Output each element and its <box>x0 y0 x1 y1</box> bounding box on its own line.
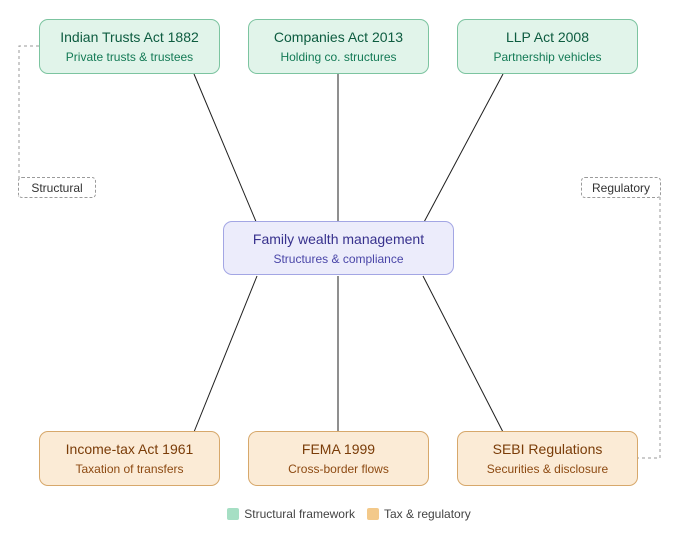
node-subtitle: Holding co. structures <box>280 50 397 64</box>
node-subtitle: Partnership vehicles <box>493 50 602 64</box>
node-subtitle: Structures & compliance <box>273 251 404 266</box>
legend-item-regulatory: Tax & regulatory <box>366 507 471 521</box>
regulatory-group-label: Regulatory <box>581 177 661 198</box>
legend-label: Structural framework <box>244 507 355 521</box>
node-title: Income-tax Act 1961 <box>65 441 194 457</box>
node-companies-act[interactable]: Companies Act 2013 Holding co. structure… <box>248 19 429 74</box>
edge-center-llp <box>422 73 504 225</box>
node-subtitle: Securities & disclosure <box>486 462 609 476</box>
node-llp-act[interactable]: LLP Act 2008 Partnership vehicles <box>457 19 638 74</box>
node-indian-trusts-act[interactable]: Indian Trusts Act 1882 Private trusts & … <box>39 19 220 74</box>
regulatory-group-bracket <box>638 197 661 459</box>
edge-center-trusts <box>193 73 258 225</box>
node-fema[interactable]: FEMA 1999 Cross-border flows <box>248 431 429 486</box>
node-subtitle: Cross-border flows <box>288 462 389 476</box>
legend-swatch-regulatory <box>366 508 379 520</box>
node-title: FEMA 1999 <box>301 441 376 457</box>
legend: Structural framework Tax & regulatory <box>0 507 698 521</box>
node-title: LLP Act 2008 <box>505 29 590 45</box>
edge-center-income-tax <box>193 275 258 433</box>
node-title: Family wealth management <box>252 230 425 247</box>
node-title: Indian Trusts Act 1882 <box>60 29 199 45</box>
legend-item-structural: Structural framework <box>227 507 355 521</box>
node-subtitle: Private trusts & trustees <box>65 50 194 64</box>
node-title: Companies Act 2013 <box>273 29 404 45</box>
edge-center-sebi <box>422 275 504 433</box>
node-subtitle: Taxation of transfers <box>75 462 184 476</box>
node-sebi-regulations[interactable]: SEBI Regulations Securities & disclosure <box>457 431 638 486</box>
node-family-wealth-management[interactable]: Family wealth management Structures & co… <box>223 221 454 275</box>
legend-label: Tax & regulatory <box>383 507 471 521</box>
legend-swatch-structural <box>227 508 240 520</box>
structural-group-bracket <box>18 45 39 197</box>
node-title: SEBI Regulations <box>492 441 603 457</box>
node-income-tax-act[interactable]: Income-tax Act 1961 Taxation of transfer… <box>39 431 220 486</box>
structural-group-label: Structural <box>18 177 96 198</box>
